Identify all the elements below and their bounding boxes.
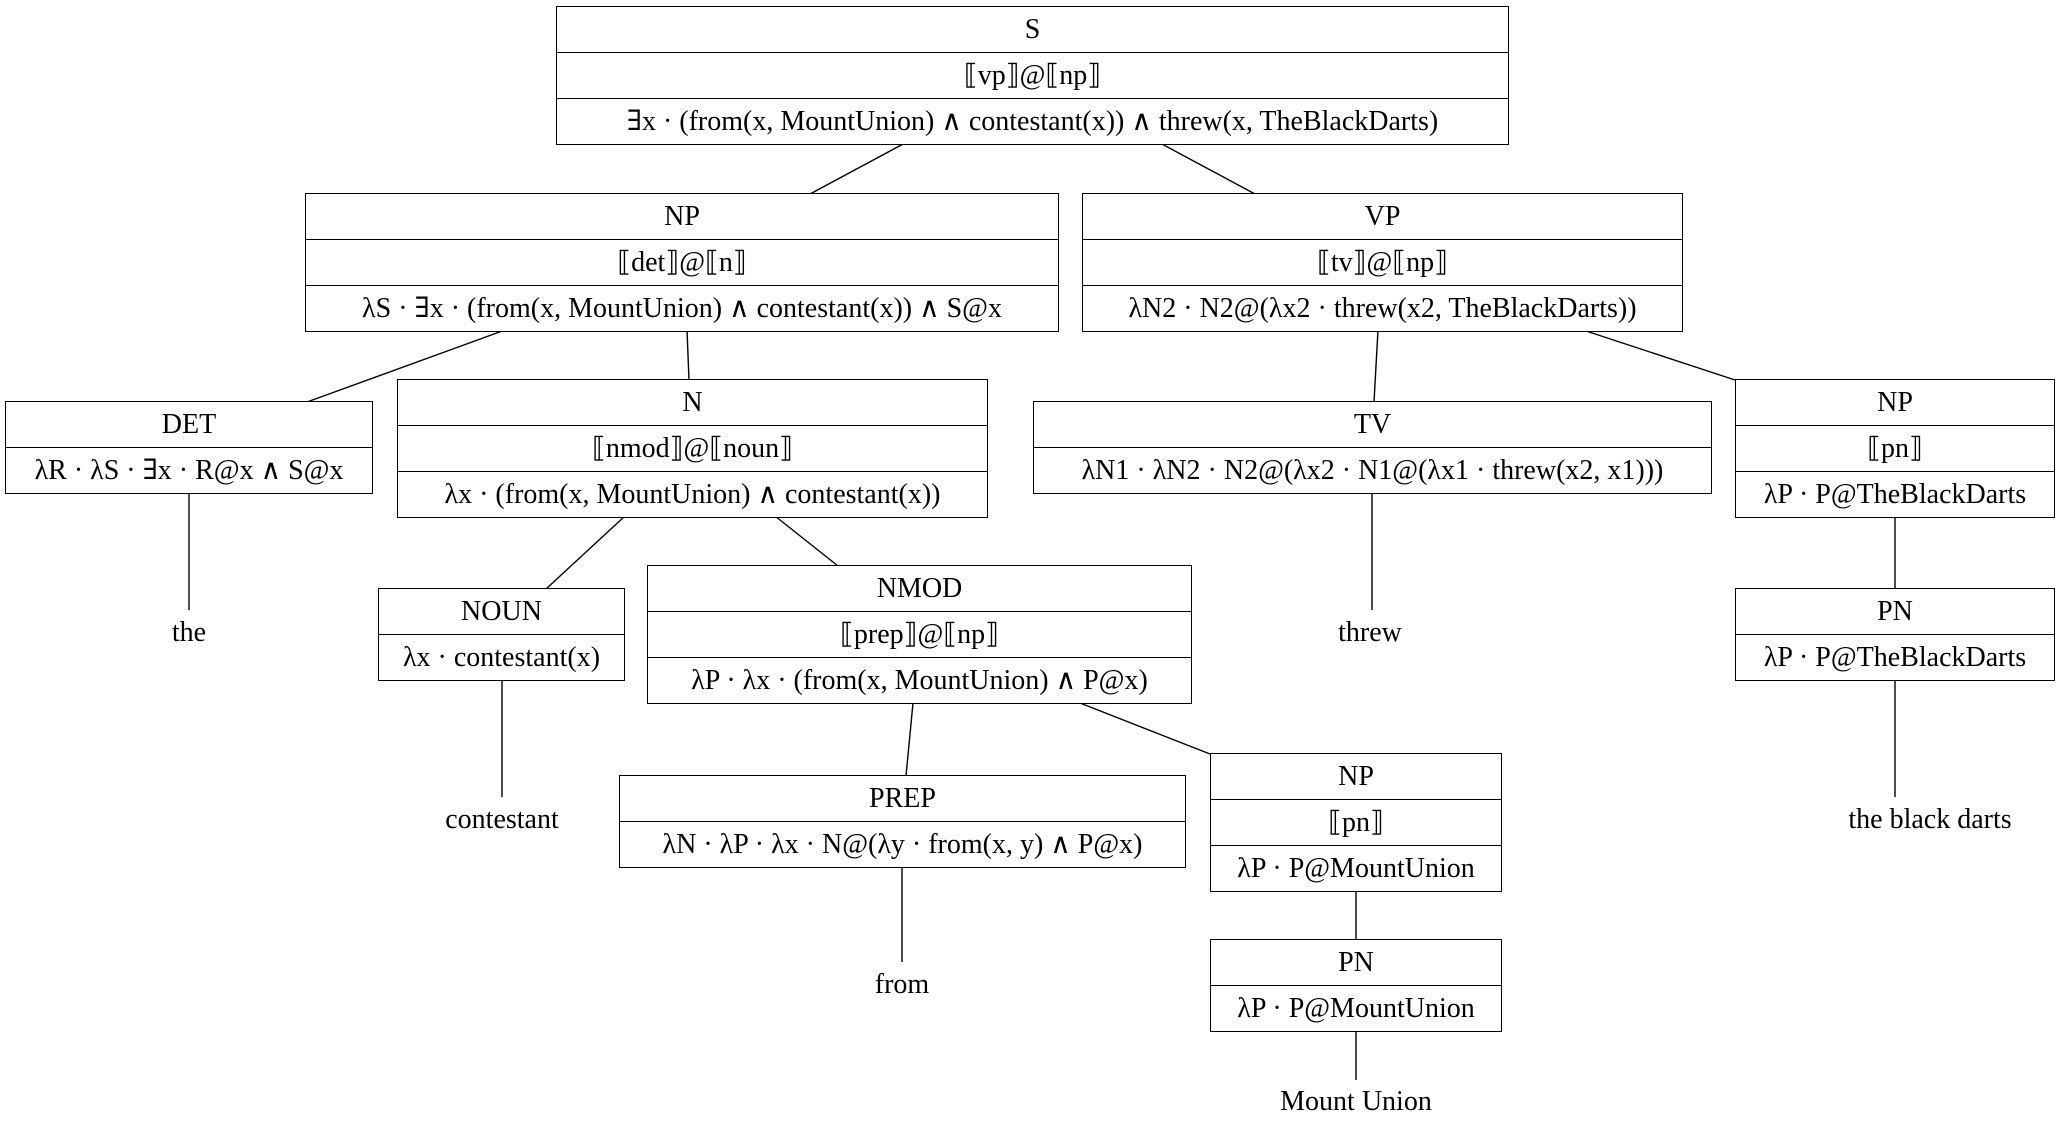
node-nmod-rule: ⟦prep⟧@⟦np⟧ (648, 611, 1191, 657)
node-n: N ⟦nmod⟧@⟦noun⟧ λx · (from(x, MountUnion… (397, 379, 988, 518)
edge-n-noun (545, 515, 626, 590)
node-np-obj-label: NP (1877, 387, 1913, 418)
node-prep-label: PREP (869, 783, 936, 814)
node-noun-label: NOUN (461, 596, 542, 627)
node-np-subj-sem: λS · ∃x · (from(x, MountUnion) ∧ contest… (306, 285, 1058, 331)
node-np-obj-rule: ⟦pn⟧ (1736, 425, 2054, 471)
node-np-obj: NP ⟦pn⟧ λP · P@TheBlackDarts (1735, 379, 2055, 518)
node-det: DET λR · λS · ∃x · R@x ∧ S@x (5, 401, 373, 494)
node-pn-mu-sem: λP · P@MountUnion (1211, 985, 1501, 1031)
node-np-subj: NP ⟦det⟧@⟦n⟧ λS · ∃x · (from(x, MountUni… (305, 193, 1059, 332)
node-np-subj-rule: ⟦det⟧@⟦n⟧ (306, 239, 1058, 285)
leaf-from: from (874, 969, 930, 1000)
node-pn-obj-sem: λP · P@TheBlackDarts (1736, 634, 2054, 680)
node-vp: VP ⟦tv⟧@⟦np⟧ λN2 · N2@(λx2 · threw(x2, T… (1082, 193, 1683, 332)
leaf-mount-union: Mount Union (1280, 1086, 1432, 1117)
node-tv-sem: λN1 · λN2 · N2@(λx2 · N1@(λx1 · threw(x2… (1034, 447, 1711, 493)
node-tv: TV λN1 · λN2 · N2@(λx2 · N1@(λx1 · threw… (1033, 401, 1712, 494)
node-np-obj-sem: λP · P@TheBlackDarts (1736, 471, 2054, 517)
node-nmod: NMOD ⟦prep⟧@⟦np⟧ λP · λx · (from(x, Moun… (647, 565, 1192, 704)
node-n-rule: ⟦nmod⟧@⟦noun⟧ (398, 425, 987, 471)
node-pn-mu: PN λP · P@MountUnion (1210, 939, 1502, 1032)
leaf-the: the (171, 617, 207, 648)
node-s-label: S (1024, 14, 1041, 45)
node-vp-rule: ⟦tv⟧@⟦np⟧ (1083, 239, 1682, 285)
node-det-label: DET (161, 409, 217, 440)
node-np-mu-sem: λP · P@MountUnion (1211, 845, 1501, 891)
leaf-contestant: contestant (445, 804, 559, 835)
node-noun-sem: λx · contestant(x) (379, 634, 624, 680)
node-n-sem: λx · (from(x, MountUnion) ∧ contestant(x… (398, 471, 987, 517)
node-tv-label: TV (1353, 409, 1392, 440)
node-np-subj-label: NP (664, 201, 700, 232)
node-pn-obj: PN λP · P@TheBlackDarts (1735, 588, 2055, 681)
node-noun: NOUN λx · contestant(x) (378, 588, 625, 681)
node-np-mu-rule: ⟦pn⟧ (1211, 799, 1501, 845)
edge-np-det (306, 329, 506, 403)
node-pn-mu-label: PN (1338, 947, 1374, 978)
edge-vp-tv (1373, 329, 1379, 403)
node-s: S ⟦vp⟧@⟦np⟧ ∃x · (from(x, MountUnion) ∧ … (556, 6, 1509, 145)
node-vp-sem: λN2 · N2@(λx2 · threw(x2, TheBlackDarts)… (1083, 285, 1682, 331)
node-n-label: N (682, 387, 703, 418)
node-s-rule: ⟦vp⟧@⟦np⟧ (557, 52, 1508, 98)
node-prep-sem: λN · λP · λx · N@(λy · from(x, y) ∧ P@x) (620, 821, 1185, 867)
leaf-threw: threw (1338, 617, 1402, 648)
edge-nmod-prep (905, 702, 914, 777)
node-s-sem: ∃x · (from(x, MountUnion) ∧ contestant(x… (557, 98, 1508, 144)
node-det-sem: λR · λS · ∃x · R@x ∧ S@x (6, 447, 372, 493)
edge-nmod-np (1079, 702, 1211, 755)
edge-vp-np (1582, 329, 1736, 381)
node-np-mu-label: NP (1338, 761, 1374, 792)
node-vp-label: VP (1364, 201, 1401, 232)
edge-n-nmod (774, 515, 839, 567)
edge-np-n (686, 329, 690, 381)
node-np-mu: NP ⟦pn⟧ λP · P@MountUnion (1210, 753, 1502, 892)
node-nmod-label: NMOD (876, 573, 963, 604)
node-pn-obj-label: PN (1877, 596, 1913, 627)
leaf-the-black-darts: the black darts (1848, 804, 2012, 835)
edge-s-np (809, 142, 906, 195)
edge-s-vp (1159, 142, 1256, 195)
node-prep: PREP λN · λP · λx · N@(λy · from(x, y) ∧… (619, 775, 1186, 868)
node-nmod-sem: λP · λx · (from(x, MountUnion) ∧ P@x) (648, 657, 1191, 703)
